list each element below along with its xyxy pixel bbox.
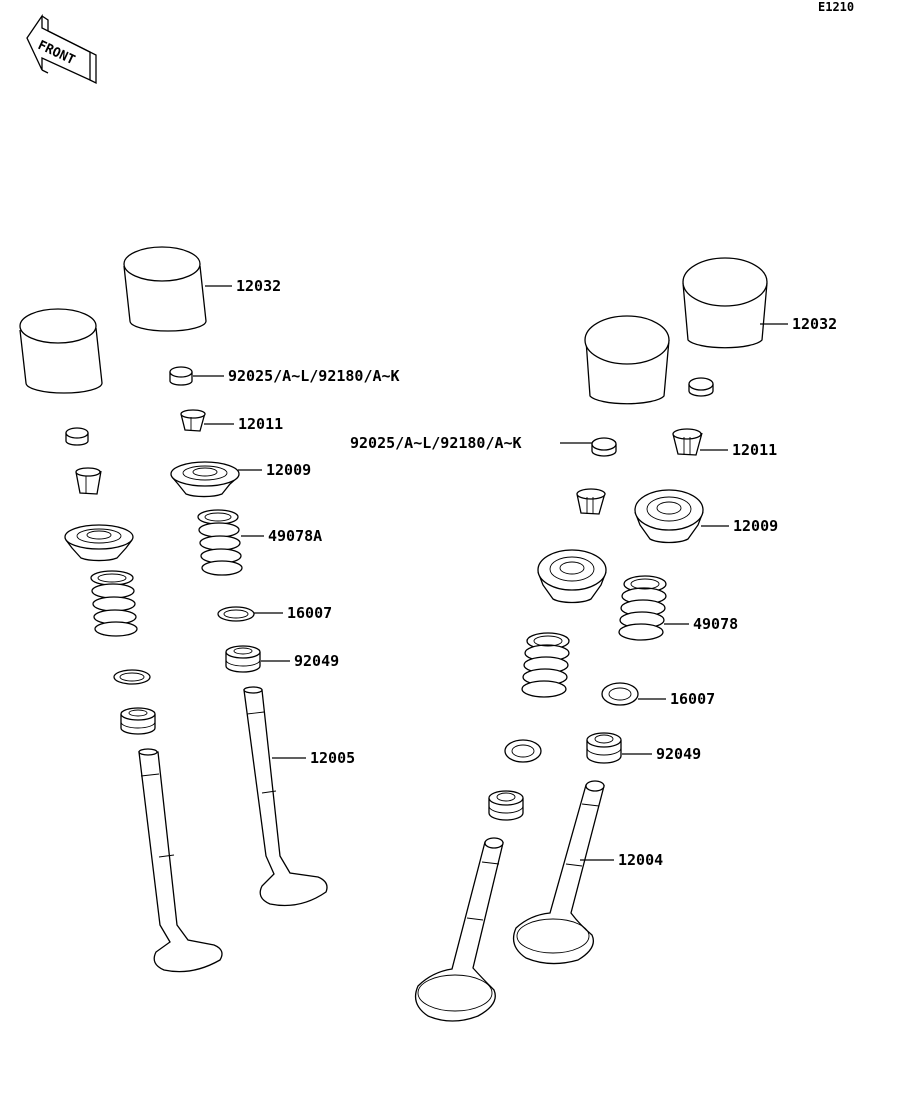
left-tappet-rear (123, 246, 207, 332)
label-left-shim: 92025/A~L/92180/A~K (228, 367, 400, 385)
right-retainer-front (537, 549, 607, 604)
right-spring-rear (618, 575, 667, 641)
left-valve-rear (243, 686, 328, 907)
label-right-seal: 92049 (656, 745, 701, 763)
left-retainer-rear (170, 461, 240, 498)
label-right-shim: 92025/A~L/92180/A~K (350, 434, 522, 452)
leader-lines (193, 285, 788, 861)
left-tappet-front (19, 308, 103, 394)
right-tappet-rear (682, 257, 768, 349)
left-retainer-front (64, 524, 134, 562)
right-seal-rear (586, 732, 622, 764)
label-left-tappet: 12032 (236, 277, 281, 295)
label-left-seat: 16007 (287, 604, 332, 622)
label-right-valve: 12004 (618, 851, 663, 869)
label-right-keeper: 12011 (732, 441, 777, 459)
left-shim-front (65, 427, 89, 446)
diagram-id: E1210 (818, 0, 854, 14)
right-keeper-front (576, 488, 606, 515)
left-shim-rear (169, 366, 193, 386)
label-right-seat: 16007 (670, 690, 715, 708)
left-seal-front (120, 707, 156, 735)
right-shim-rear (688, 377, 714, 397)
label-right-retainer: 12009 (733, 517, 778, 535)
right-seat-rear (601, 682, 639, 706)
front-arrow-icon: FRONT (26, 13, 97, 85)
label-left-spring: 49078A (268, 527, 322, 545)
label-right-spring: 49078 (693, 615, 738, 633)
label-left-valve: 12005 (310, 749, 355, 767)
label-left-retainer: 12009 (266, 461, 311, 479)
right-keeper-rear (672, 428, 703, 456)
left-valve-front (138, 748, 223, 973)
left-spring-rear (197, 509, 243, 576)
label-left-keeper: 12011 (238, 415, 283, 433)
right-seat-front (504, 739, 542, 763)
left-keeper-rear (180, 409, 206, 432)
right-valve-rear (512, 780, 605, 965)
left-seat-rear (217, 606, 255, 622)
left-spring-front (90, 570, 138, 637)
left-keeper-front (75, 467, 102, 495)
label-right-tappet: 12032 (792, 315, 837, 333)
left-seat-front (113, 669, 151, 685)
right-shim-front (591, 437, 617, 457)
right-tappet-front (584, 315, 670, 405)
right-retainer-rear (634, 489, 704, 544)
right-seal-front (488, 790, 524, 821)
right-valve-front (414, 837, 504, 1022)
left-seal-rear (225, 645, 261, 673)
label-left-seal: 92049 (294, 652, 339, 670)
right-spring-front (521, 632, 570, 698)
